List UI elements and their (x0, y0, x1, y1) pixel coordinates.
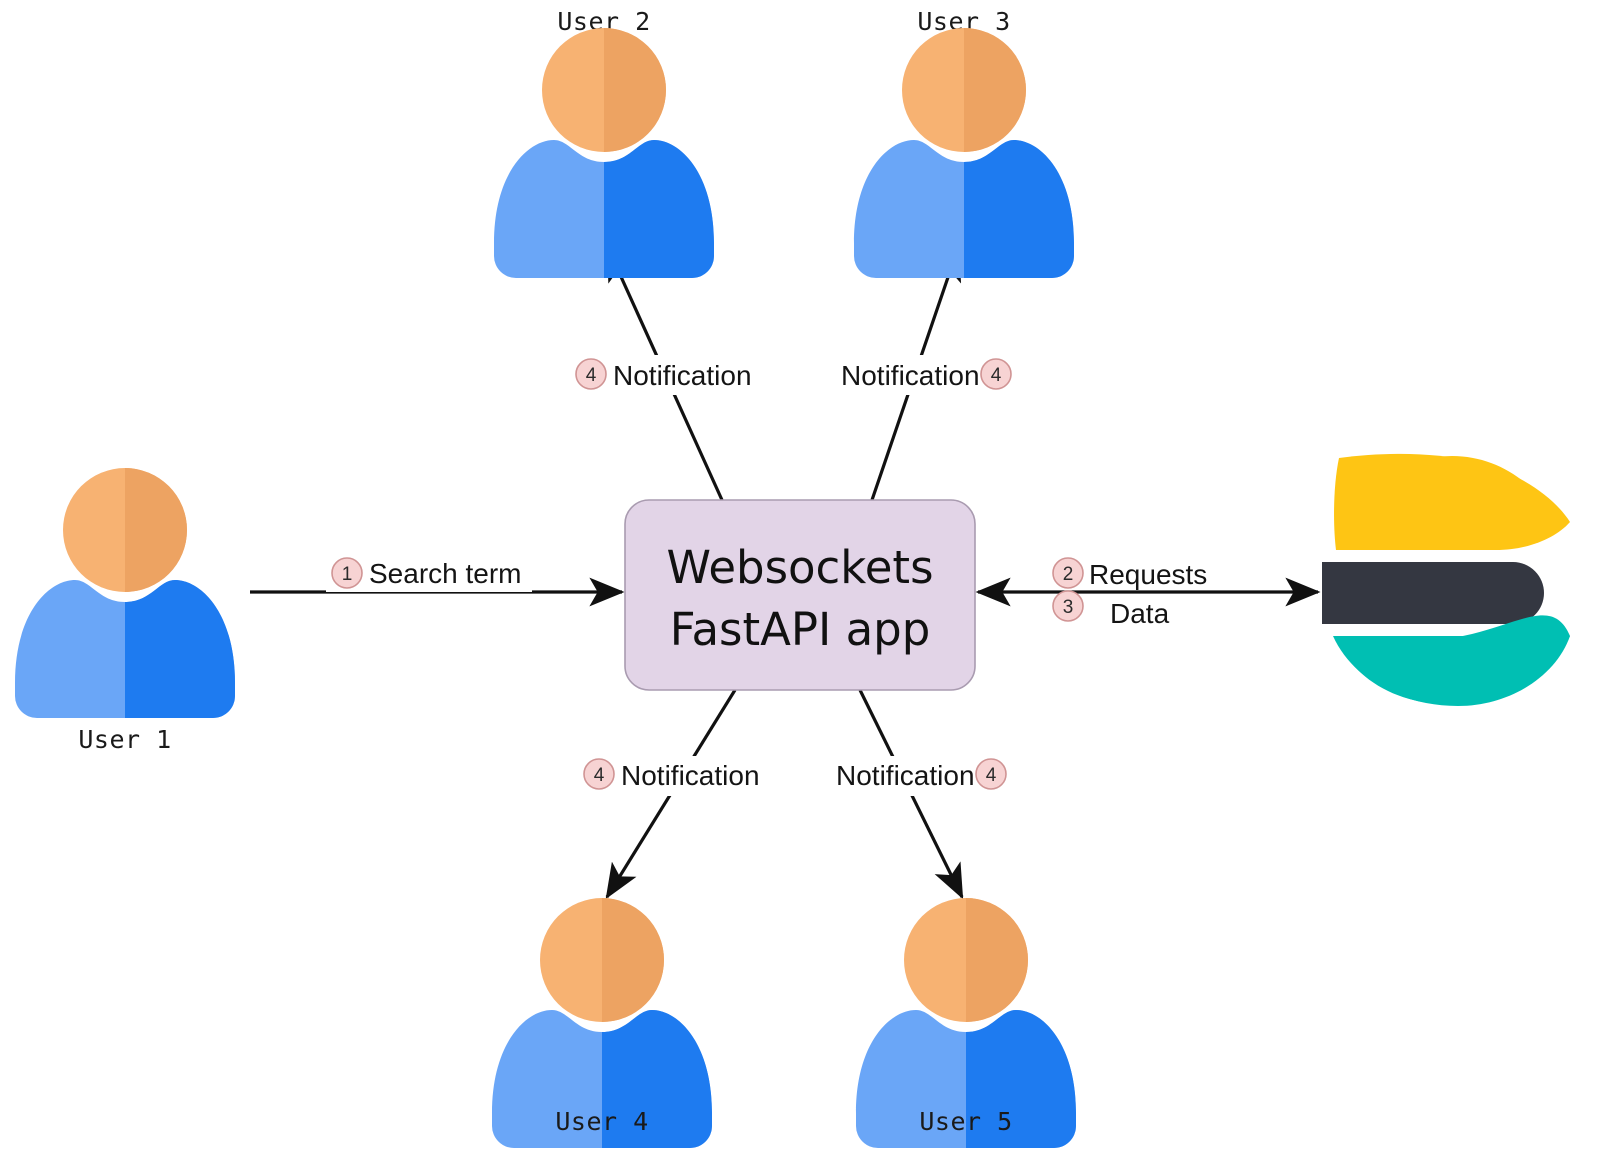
edge-label-requests: Requests (1089, 559, 1207, 590)
node-label-line2: FastAPI app (670, 603, 931, 656)
step-badge-4-user4-number: 4 (594, 765, 605, 786)
step-badge-4-user2-number: 4 (586, 365, 597, 386)
user-4-node[interactable]: User 4 (492, 898, 712, 1148)
edge-search-term: 1 Search term (250, 552, 625, 607)
edge-label-notification-user5: Notification (836, 760, 975, 791)
edge-notification-user5: Notification 4 (832, 689, 1010, 900)
step-badge-1 (331, 557, 363, 589)
user-3-node[interactable]: User 3 (854, 7, 1074, 278)
user-avatar-icon (854, 28, 1074, 278)
edge-label-notification-user3: Notification (841, 360, 980, 391)
user-avatar-icon (15, 468, 235, 718)
elasticsearch-logo[interactable] (1322, 453, 1570, 706)
edge-notification-user4: 4 Notification (582, 689, 770, 900)
step-badge-2-number: 2 (1063, 564, 1074, 585)
user-5-label: User 5 (919, 1107, 1012, 1136)
step-badge-4-user2 (575, 358, 607, 390)
step-badge-3-number: 3 (1063, 597, 1074, 618)
step-badge-4-user3 (980, 358, 1012, 390)
user-4-label: User 4 (555, 1107, 648, 1136)
step-badge-4-user5-number: 4 (986, 765, 997, 786)
user-1-label: User 1 (78, 725, 171, 754)
edge-label-notification-user2: Notification (613, 360, 752, 391)
websockets-fastapi-app-node[interactable]: Websockets FastAPI app (624, 499, 976, 691)
edge-notification-user3: Notification 4 (838, 245, 1016, 501)
edge-label-search-term: Search term (369, 558, 522, 589)
step-badge-3 (1052, 590, 1084, 622)
edge-label-notification-user4: Notification (621, 760, 760, 791)
node-label-line1: Websockets (666, 541, 933, 594)
edge-label-data: Data (1110, 598, 1170, 629)
logo-top-shape (1334, 453, 1570, 550)
logo-bottom-shape (1333, 636, 1570, 706)
user-5-node[interactable]: User 5 (856, 898, 1076, 1148)
step-badge-4-user5 (975, 758, 1007, 790)
edge-notification-user2: 4 Notification (570, 245, 758, 501)
edge-requests-data: 2 Requests 3 Data (975, 552, 1321, 629)
step-badge-4-user4 (583, 758, 615, 790)
step-badge-2 (1052, 557, 1084, 589)
user-avatar-icon (494, 28, 714, 278)
logo-middle-bar-cap (1322, 562, 1382, 624)
user-2-node[interactable]: User 2 (494, 7, 714, 278)
step-badge-4-user3-number: 4 (991, 365, 1002, 386)
step-badge-1-number: 1 (342, 564, 353, 585)
user-1-node[interactable]: User 1 (15, 468, 235, 754)
